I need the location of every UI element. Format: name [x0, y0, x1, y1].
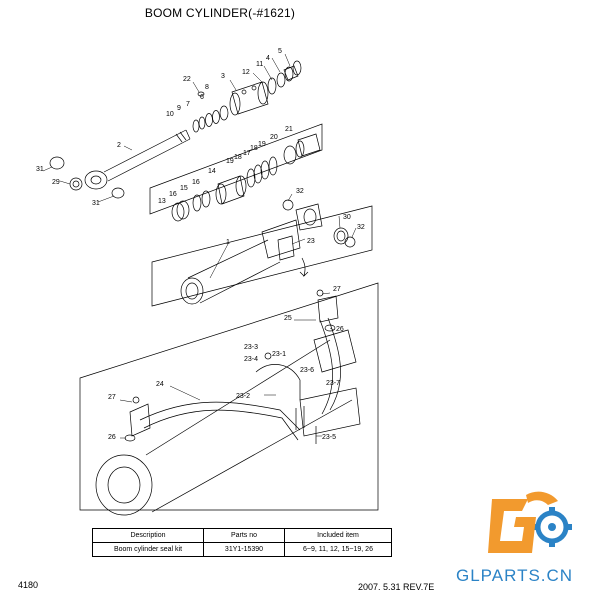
piston-parts	[171, 133, 321, 222]
callout-29: 29	[52, 179, 60, 186]
callout-15: 15	[180, 185, 188, 192]
table-cell-part-number: 31Y1-15390	[203, 542, 285, 557]
callout-32a: 32	[296, 188, 304, 195]
callout-17: 17	[243, 150, 251, 157]
table-row: Boom cylinder seal kit 31Y1-15390 6~9, 1…	[92, 542, 392, 557]
callout-31b: 31	[92, 200, 100, 207]
rod-cover	[229, 81, 269, 116]
callout-9: 9	[177, 105, 181, 112]
callout-18: 18	[234, 154, 242, 161]
callout-22: 22	[183, 76, 191, 83]
callout-23-7: 23-7	[326, 380, 340, 387]
table-cell-description: Boom cylinder seal kit	[92, 542, 204, 557]
cylinder-tube	[180, 203, 323, 305]
callout-30: 30	[343, 214, 351, 221]
callout-13: 13	[158, 198, 166, 205]
callout-1: 1	[226, 239, 230, 246]
callout-10: 10	[166, 111, 174, 118]
callout-25: 25	[284, 315, 292, 322]
callout-16b: 16	[169, 191, 177, 198]
brand-name: GLPARTS.CN	[456, 566, 574, 585]
glparts-logo	[488, 491, 572, 553]
callout-2: 2	[117, 142, 121, 149]
callout-7: 7	[186, 101, 190, 108]
callout-27b: 27	[108, 394, 116, 401]
rod-cover-seals	[192, 105, 229, 133]
callout-18b: 18	[250, 145, 258, 152]
callout-27a: 27	[333, 286, 341, 293]
piston-group-frame	[149, 123, 323, 215]
callout-16a: 16	[192, 179, 200, 186]
tube-bushings	[282, 199, 356, 248]
callout-19b: 19	[258, 141, 266, 148]
piping-detail-frame	[79, 282, 379, 511]
revision-date: 2007. 5.31 REV.7E	[358, 582, 435, 592]
g-letter-icon	[488, 491, 558, 553]
rod-end-rings	[267, 60, 302, 95]
leader-lines	[42, 53, 357, 439]
callout-24: 24	[156, 381, 164, 388]
piston-rod	[84, 129, 191, 190]
callout-4: 4	[266, 55, 270, 62]
table-cell-included-items: 6~9, 11, 12, 15~19, 26	[284, 542, 392, 557]
callout-21: 21	[285, 126, 293, 133]
callout-23-1: 23-1	[272, 351, 286, 358]
callout-23: 23	[307, 238, 315, 245]
callout-26a: 26	[336, 326, 344, 333]
column-header: Description	[92, 528, 204, 543]
part-callouts: 2 3 4 5 6 7 8 9 10 11 12 22 31 29 31 13 …	[36, 48, 365, 441]
page-title: BOOM CYLINDER(-#1621)	[144, 6, 296, 20]
callout-32b: 32	[357, 224, 365, 231]
column-header: Parts no	[203, 528, 285, 543]
callout-12: 12	[242, 69, 250, 76]
gear-icon	[532, 507, 572, 547]
rod-eye-bushing	[49, 156, 125, 199]
callout-19a: 19	[226, 158, 234, 165]
callout-3: 3	[221, 73, 225, 80]
callout-23-5: 23-5	[322, 434, 336, 441]
callout-5: 5	[278, 48, 282, 55]
callout-23-4: 23-4	[244, 356, 258, 363]
callout-23-3: 23-3	[244, 344, 258, 351]
callout-6: 6	[200, 94, 204, 101]
callout-20: 20	[270, 134, 278, 141]
detail-arrow	[299, 257, 309, 278]
callout-31a: 31	[36, 166, 44, 173]
grease-fitting	[197, 91, 205, 97]
callout-23-2: 23-2	[236, 393, 250, 400]
callout-11: 11	[256, 61, 263, 68]
callout-14: 14	[208, 168, 216, 175]
column-header: Included item	[284, 528, 392, 543]
callout-26b: 26	[108, 434, 116, 441]
seal-kit-table: Description Parts no Included item Boom …	[92, 528, 392, 557]
table-header-row: Description Parts no Included item	[92, 528, 392, 543]
page-number: 4180	[18, 580, 39, 590]
piping-detail	[95, 289, 361, 516]
callout-23-6: 23-6	[300, 367, 314, 374]
callout-8: 8	[205, 84, 209, 91]
